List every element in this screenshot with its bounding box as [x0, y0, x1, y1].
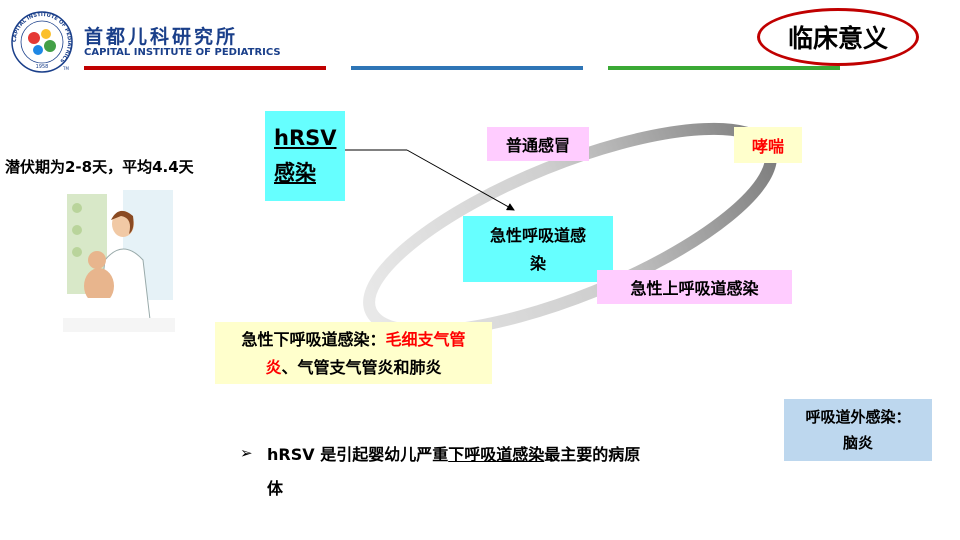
lri-rest: 、气管支气管炎和肺炎 — [281, 358, 442, 377]
lower-respiratory-infection-box: 急性下呼吸道感染：毛细支气管 炎、气管支气管炎和肺炎 — [215, 322, 492, 384]
lri-bronchiolitis-part1: 毛细支气管 — [385, 330, 466, 349]
doctor-with-baby-illustration — [63, 190, 175, 332]
org-name-cn: 首都儿科研究所 — [84, 26, 239, 48]
connector-arrow-diagonal — [406, 149, 515, 211]
org-name-en: CAPITAL INSTITUTE OF PEDIATRICS — [84, 47, 281, 58]
acute-respiratory-infection-box: 急性呼吸道感 染 — [463, 216, 613, 282]
svg-text:TM: TM — [62, 66, 69, 71]
header-divider-red — [84, 66, 326, 70]
asthma-box: 哮喘 — [734, 127, 802, 163]
extra-respiratory-infection-box: 呼吸道外感染： 脑炎 — [784, 399, 932, 461]
header-divider-blue — [351, 66, 583, 70]
bullet-underlined: 下呼吸道感染 — [448, 445, 545, 464]
common-cold-box: 普通感冒 — [487, 127, 589, 161]
bullet-part3: 体 — [267, 479, 284, 498]
hrsv-label: hRSV — [274, 126, 337, 150]
upper-respiratory-infection-box: 急性上呼吸道感染 — [597, 270, 792, 304]
lri-prefix: 急性下呼吸道感染： — [241, 330, 386, 349]
slide-title: 临床意义 — [757, 8, 919, 66]
arrow-bullet-icon: ➢ — [240, 444, 253, 462]
ari-line1: 急性呼吸道感 — [489, 226, 586, 245]
bullet-part1: hRSV 是引起婴幼儿严重 — [267, 445, 449, 464]
header-divider-green — [608, 66, 840, 70]
ari-line2: 染 — [529, 254, 546, 273]
infection-label: 感染 — [274, 161, 316, 185]
bullet-part2: 最主要的病原 — [544, 445, 641, 464]
institute-emblem-icon: CAPITAL INSTITUTE OF PEDIATRICS 1958 TM — [11, 11, 73, 73]
lri-bronchiolitis-part2: 炎 — [265, 358, 282, 377]
incubation-text: 潜伏期为2-8天，平均4.4天 — [5, 158, 194, 176]
hrsv-infection-box: hRSV 感染 — [265, 111, 345, 201]
extra-line1: 呼吸道外感染： — [805, 408, 911, 426]
extra-line2: 脑炎 — [842, 434, 873, 452]
bullet-text: hRSV 是引起婴幼儿严重下呼吸道感染最主要的病原体 — [267, 438, 707, 506]
svg-text:1958: 1958 — [36, 64, 49, 70]
